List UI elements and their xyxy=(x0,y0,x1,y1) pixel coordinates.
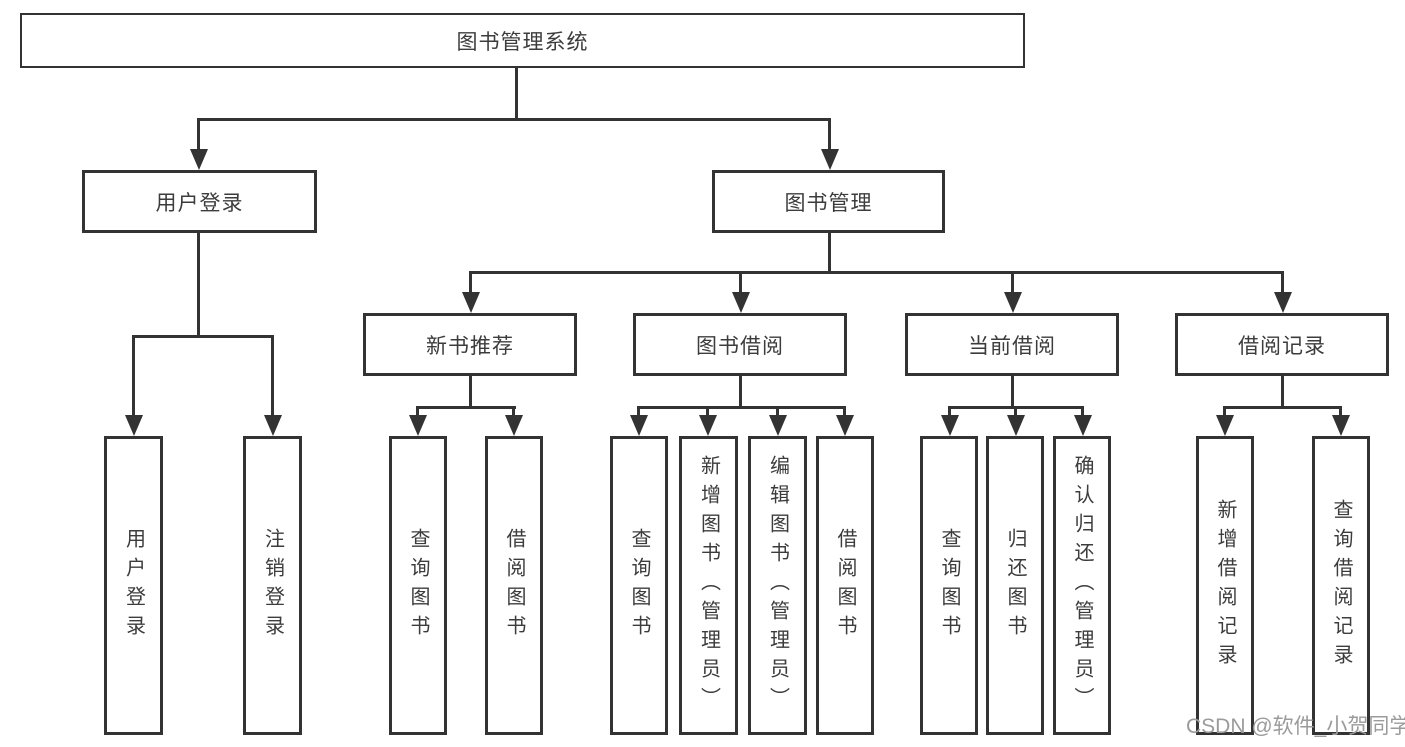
leaf-add-borrow-record-label: 新增借阅记录 xyxy=(1214,498,1236,673)
connector-groupb-hline xyxy=(416,406,516,409)
node-new-book-recommend-label: 新书推荐 xyxy=(426,334,514,358)
arrowhead-leaf-d1 xyxy=(941,415,959,436)
connector-userlogin-vline xyxy=(197,233,200,335)
connector-userlogin-stub xyxy=(197,118,200,152)
connector-userlogin-hline xyxy=(132,335,274,338)
arrowhead-leaf-e2 xyxy=(1332,415,1350,436)
arrowhead-leaf-d3 xyxy=(1074,415,1092,436)
node-root-label: 图书管理系统 xyxy=(456,30,589,54)
connector-bookmgmt-vline xyxy=(828,233,831,274)
leaf-borrow-query-books: 查询图书 xyxy=(610,436,668,735)
leaf-newbook-query-books-label: 查询图书 xyxy=(407,527,429,644)
connector-leaf-e2-stub xyxy=(1339,406,1342,418)
node-current-borrow-label: 当前借阅 xyxy=(968,334,1056,358)
leaf-edit-book-admin: 编辑图书（管理员） xyxy=(748,436,807,735)
leaf-confirm-return-admin-label: 确认归还（管理员） xyxy=(1071,455,1093,716)
leaf-logout: 注销登录 xyxy=(243,436,302,735)
csdn-watermark: CSDN @软件_小贺同学 xyxy=(1186,715,1405,738)
leaf-return-books: 归还图书 xyxy=(986,436,1044,735)
arrowhead-leaf-c4 xyxy=(836,415,854,436)
leaf-query-borrow-record: 查询借阅记录 xyxy=(1312,436,1370,735)
connector-leaf-c1-stub xyxy=(637,406,640,418)
node-book-borrow-label: 图书借阅 xyxy=(696,334,784,358)
leaf-newbook-borrow-books-label: 借阅图书 xyxy=(503,527,525,644)
arrowhead-userlogin xyxy=(190,149,208,170)
connector-groupe-hline xyxy=(1223,406,1342,409)
connector-root-hline xyxy=(197,118,831,121)
arrowhead-leaf-a2 xyxy=(264,415,282,436)
leaf-borrow-borrow-books-label: 借阅图书 xyxy=(834,527,856,644)
node-current-borrow: 当前借阅 xyxy=(905,313,1119,376)
connector-level3-hline xyxy=(469,271,1283,274)
arrowhead-leaf-c2 xyxy=(699,415,717,436)
connector-bookmgmt-stub xyxy=(828,118,831,152)
arrowhead-currentborrow xyxy=(1004,292,1022,313)
node-root: 图书管理系统 xyxy=(20,13,1025,68)
connector-currentborrow-stub xyxy=(1011,271,1014,293)
leaf-logout-label: 注销登录 xyxy=(261,527,284,644)
node-user-login: 用户登录 xyxy=(82,170,317,233)
leaf-borrow-query-books-label: 查询图书 xyxy=(628,527,650,644)
leaf-confirm-return-admin: 确认归还（管理员） xyxy=(1053,436,1111,735)
connector-groupb-vline xyxy=(469,376,472,409)
leaf-query-borrow-record-label: 查询借阅记录 xyxy=(1330,498,1352,673)
leaf-borrow-borrow-books: 借阅图书 xyxy=(816,436,874,735)
connector-groupc-vline xyxy=(739,376,742,409)
connector-borrowrecord-stub xyxy=(1281,271,1284,293)
connector-leaf-d2-stub xyxy=(1014,406,1017,418)
arrowhead-borrowrecord xyxy=(1274,292,1292,313)
connector-leaf-d3-stub xyxy=(1081,406,1084,418)
arrowhead-leaf-b2 xyxy=(505,415,523,436)
connector-leaf-d1-stub xyxy=(948,406,951,418)
connector-groupd-vline xyxy=(1011,376,1014,409)
leaf-user-login: 用户登录 xyxy=(104,436,163,735)
node-borrow-record: 借阅记录 xyxy=(1175,313,1389,376)
node-new-book-recommend: 新书推荐 xyxy=(363,313,577,376)
connector-root-vline xyxy=(515,68,518,118)
arrowhead-newbook xyxy=(462,292,480,313)
arrowhead-bookborrow xyxy=(732,292,750,313)
connector-leaf-c4-stub xyxy=(843,406,846,418)
connector-groupc-hline xyxy=(637,406,845,409)
connector-leaf-e1-stub xyxy=(1223,406,1226,418)
leaf-add-book-admin-label: 新增图书（管理员） xyxy=(697,455,720,716)
leaf-current-query-books-label: 查询图书 xyxy=(938,527,960,644)
connector-leaf-b2-stub xyxy=(512,406,515,418)
connector-leaf-c3-stub xyxy=(776,406,779,418)
arrowhead-leaf-b1 xyxy=(409,415,427,436)
arrowhead-leaf-c3 xyxy=(769,415,787,436)
leaf-newbook-query-books: 查询图书 xyxy=(389,436,447,735)
node-book-management: 图书管理 xyxy=(712,170,945,233)
arrowhead-leaf-d2 xyxy=(1007,415,1025,436)
connector-leaf-b1-stub xyxy=(416,406,419,418)
leaf-current-query-books: 查询图书 xyxy=(920,436,978,735)
leaf-newbook-borrow-books: 借阅图书 xyxy=(485,436,543,735)
arrowhead-leaf-c1 xyxy=(630,415,648,436)
connector-groupe-vline xyxy=(1281,376,1284,409)
node-book-management-label: 图书管理 xyxy=(784,191,873,215)
leaf-return-books-label: 归还图书 xyxy=(1004,527,1026,644)
leaf-user-login-label: 用户登录 xyxy=(122,527,145,644)
node-borrow-record-label: 借阅记录 xyxy=(1238,334,1326,358)
arrowhead-bookmgmt xyxy=(821,149,839,170)
connector-newbook-stub xyxy=(469,271,472,293)
leaf-edit-book-admin-label: 编辑图书（管理员） xyxy=(766,455,789,716)
connector-leaf-c2-stub xyxy=(706,406,709,418)
leaf-add-borrow-record: 新增借阅记录 xyxy=(1196,436,1254,735)
arrowhead-leaf-e1 xyxy=(1216,415,1234,436)
node-user-login-label: 用户登录 xyxy=(155,191,244,215)
arrowhead-leaf-a1 xyxy=(125,415,143,436)
connector-bookborrow-stub xyxy=(739,271,742,293)
connector-leaf-a1-stub xyxy=(132,335,135,418)
leaf-add-book-admin: 新增图书（管理员） xyxy=(679,436,738,735)
connector-leaf-a2-stub xyxy=(271,335,274,418)
node-book-borrow: 图书借阅 xyxy=(633,313,847,376)
